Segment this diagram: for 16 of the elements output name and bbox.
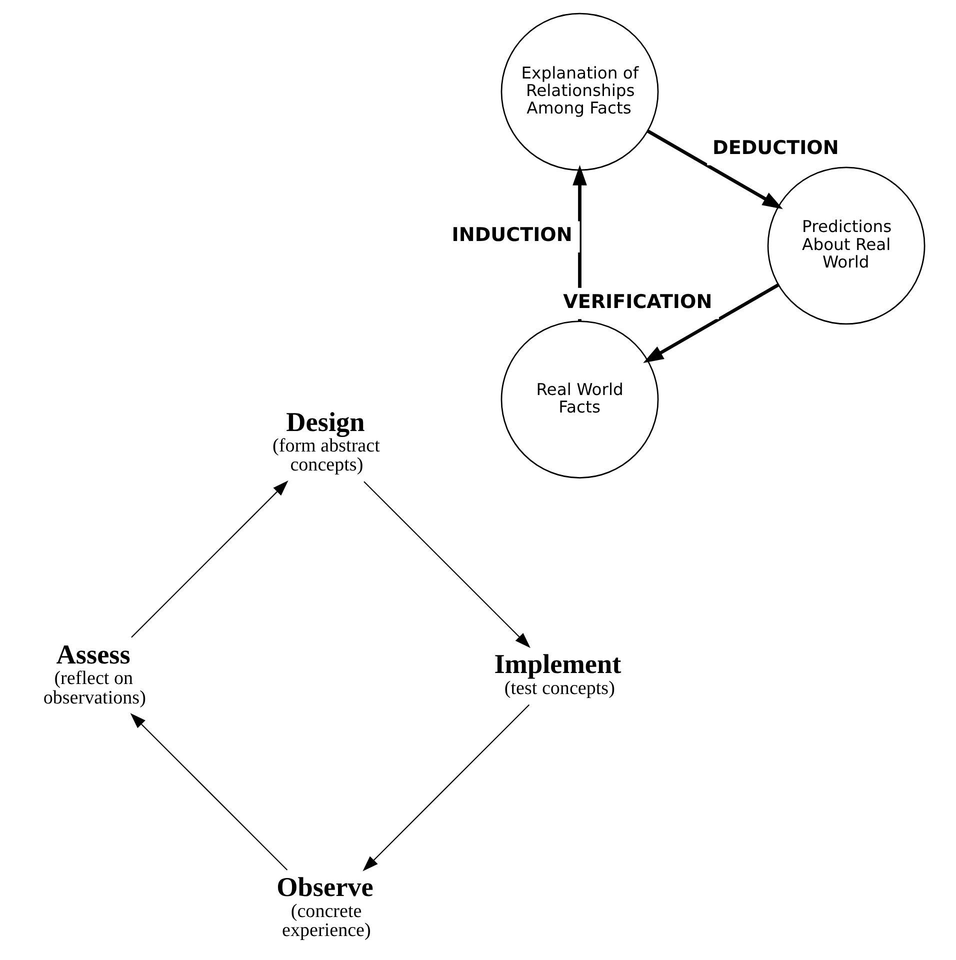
node-text: Implement (test concepts) xyxy=(494,649,621,699)
arrow xyxy=(642,283,779,363)
node-circle: Predictions About Real World xyxy=(766,166,925,325)
edge-label: DEDUCTION xyxy=(712,136,838,159)
arrow xyxy=(646,130,782,210)
node-text: Assess (reflect on observations) xyxy=(42,640,146,708)
arrow xyxy=(130,713,288,870)
arrow xyxy=(130,480,288,638)
node-text: Observe (concrete experience) xyxy=(276,872,373,941)
node-circle: Explanation of Relationships Among Facts xyxy=(500,12,658,171)
arrow xyxy=(363,481,530,648)
node-text: Design (form abstract concepts) xyxy=(272,406,380,476)
edge-label: INDUCTION xyxy=(451,224,572,246)
arrow xyxy=(362,704,530,872)
edge-label: VERIFICATION xyxy=(562,290,712,313)
node-circle: Real World Facts xyxy=(500,320,658,478)
